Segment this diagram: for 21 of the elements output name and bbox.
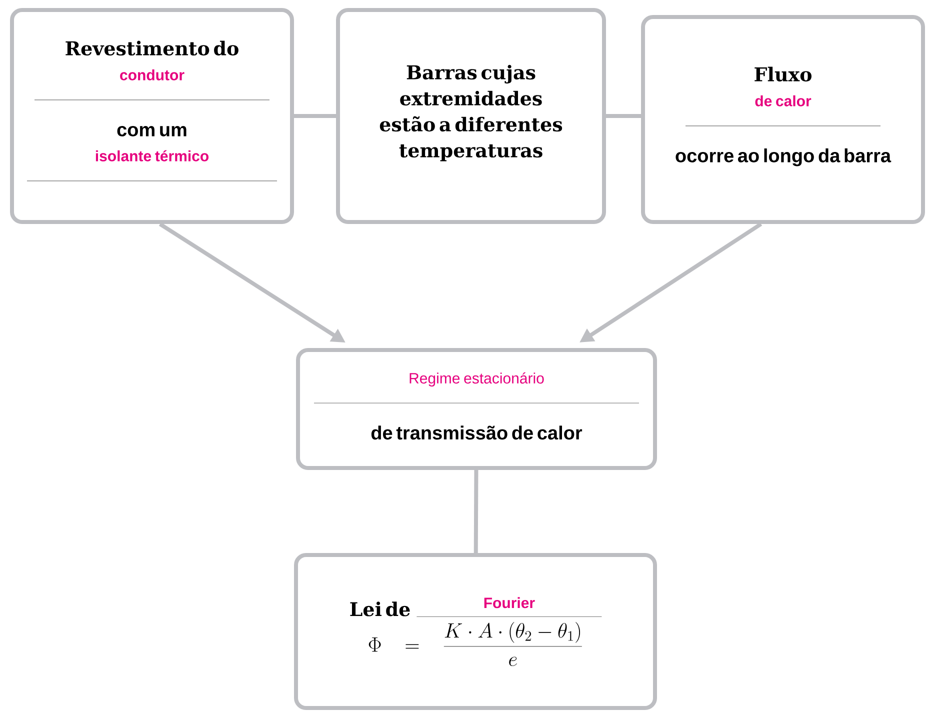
node-text: ocorre ao longo da barra	[676, 148, 892, 166]
node-text: Fluxo	[754, 66, 812, 82]
node-text: Barras cujas extremidades estão a diferentes temperaturas	[380, 64, 562, 162]
connector-line	[294, 114, 336, 118]
concept-box	[641, 15, 926, 224]
node-text: com um	[117, 126, 186, 136]
answer-text: condutor	[120, 69, 184, 80]
concept-box	[296, 348, 657, 470]
concept-box	[336, 8, 606, 224]
connector-line	[606, 114, 641, 118]
concept-box	[10, 8, 294, 224]
answer-text: de calor	[755, 95, 812, 106]
formula: $\Phi = \frac{K \cdot A \cdot (\theta_2 - \theta_1)}{e}$	[368, 622, 582, 666]
node-text: Lei de	[350, 602, 410, 616]
answer-text: Fourier	[484, 597, 535, 608]
connector-line	[474, 470, 478, 554]
answer-text: isolante térmico	[96, 150, 208, 162]
node-text: de transmissão de calor	[371, 426, 582, 440]
node-text: Revestimento do	[66, 40, 238, 56]
answer-text: Regime estacionário	[410, 372, 544, 387]
concept-box	[294, 553, 657, 710]
